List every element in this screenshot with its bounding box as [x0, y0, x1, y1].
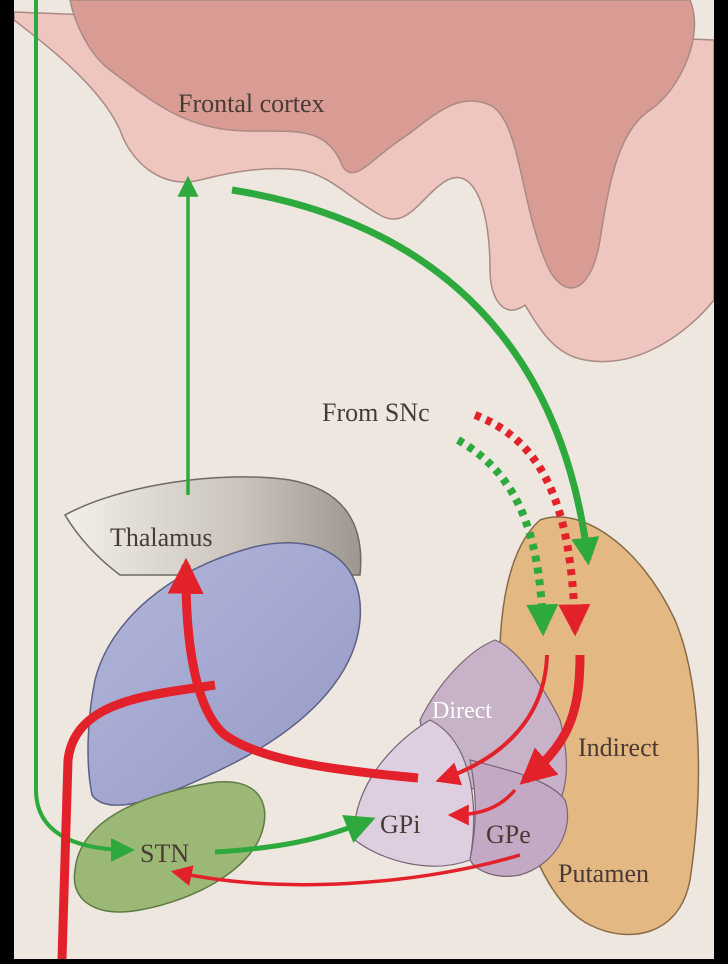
from-snc-label: From SNc — [322, 398, 430, 427]
gpe-label: GPe — [486, 820, 531, 849]
stn-label: STN — [140, 839, 189, 868]
thalamus-label: Thalamus — [110, 523, 213, 552]
gpi-label: GPi — [380, 810, 420, 839]
frontal-cortex-label: Frontal cortex — [178, 89, 325, 118]
direct-label: Direct — [432, 698, 492, 724]
indirect-label: Indirect — [578, 733, 660, 762]
putamen-label: Putamen — [558, 859, 649, 888]
